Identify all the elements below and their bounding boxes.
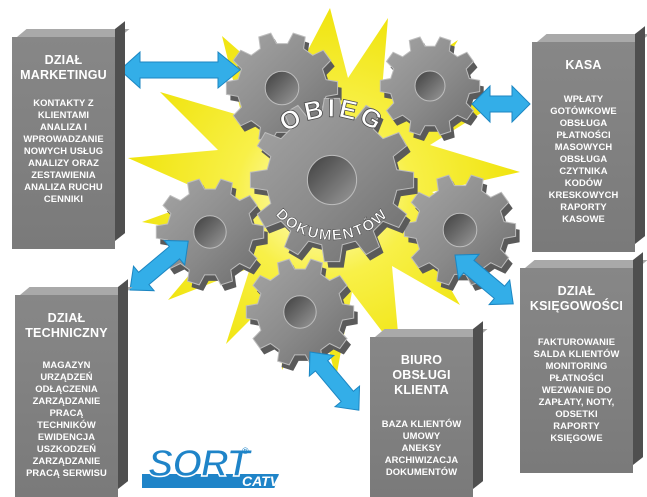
box-items: WPŁATY GOTÓWKOWE OBSŁUGA PŁATNOŚCI MASOW…	[532, 93, 635, 225]
box-item: WEZWANIE DO	[541, 384, 612, 395]
box-item: CENNIKI	[43, 193, 84, 204]
box-side-face	[118, 279, 128, 489]
box-item: BAZA KLIENTÓW	[381, 418, 462, 429]
box-item: URZĄDZEŃ	[40, 371, 93, 382]
box-top-face	[20, 287, 133, 295]
box-item: PŁATNOŚCI	[549, 372, 604, 383]
box-item: KASOWE	[562, 213, 605, 224]
arrow-biuro-gears	[308, 351, 361, 411]
box-dzial-marketingu: DZIAŁ MARKETINGU KONTAKTY Z KLIENTAMI AN…	[12, 21, 130, 249]
box-item: DOKUMENTÓW	[385, 466, 458, 477]
box-side-face	[473, 321, 483, 489]
box-title: DZIAŁ TECHNICZNY	[25, 311, 108, 340]
box-item: KRESKOWYCH	[548, 189, 619, 200]
box-item: FAKTUROWANIE	[537, 336, 616, 347]
box-item: MASOWYCH	[554, 141, 613, 152]
box-item: KLIENTAMI	[37, 109, 90, 120]
arrow-kasa-gears	[471, 84, 531, 124]
box-item: KONTAKTY Z	[33, 97, 94, 108]
arrow-marketing-gears	[119, 50, 241, 90]
box-dzial-ksiegowosci: DZIAŁ KSIĘGOWOŚCI FAKTUROWANIE SALDA KLI…	[520, 252, 647, 473]
sort-catv-logo: SORT ® CATV	[142, 442, 281, 488]
box-item: ZARZĄDZANIE	[32, 455, 101, 466]
box-item: ANALIZA RUCHU	[24, 181, 103, 192]
box-title: BIURO OBSŁUGI KLIENTA	[392, 353, 451, 397]
box-item: GOTÓWKOWE	[550, 105, 617, 116]
box-item: EWIDENCJA	[37, 431, 96, 442]
logo-main-text: SORT	[148, 443, 253, 485]
box-item: PŁATNOŚCI	[556, 129, 611, 140]
box-item: ZESTAWIENIA	[31, 169, 96, 180]
box-item: RAPORTY	[553, 420, 600, 431]
box-item: ODŁĄCZENIA	[35, 383, 98, 394]
box-item: ZARZĄDZANIE	[32, 395, 101, 406]
box-title: DZIAŁ MARKETINGU	[20, 53, 107, 82]
box-items: BAZA KLIENTÓW UMOWY ANEKSY ARCHIWIZACJA …	[370, 418, 473, 478]
box-side-face	[635, 26, 645, 244]
box-item: CZYTNIKA	[559, 165, 608, 176]
box-item: ANEKSY	[401, 442, 442, 453]
box-item: SALDA KLIENTÓW	[533, 348, 620, 359]
box-item: MAGAZYN	[42, 359, 91, 370]
box-items: FAKTUROWANIE SALDA KLIENTÓW MONITORING P…	[520, 336, 633, 444]
box-biuro-obslugi-klienta: BIURO OBSŁUGI KLIENTA BAZA KLIENTÓW UMOW…	[370, 321, 488, 497]
box-item: OBSŁUGA	[559, 153, 608, 164]
box-item: ANALIZA I	[40, 121, 87, 132]
logo-underbar	[142, 474, 279, 488]
box-title: DZIAŁ KSIĘGOWOŚCI	[529, 284, 624, 313]
gear-icon-bottom	[245, 258, 358, 371]
box-item: MONITORING	[545, 360, 608, 371]
box-item: OBSŁUGA	[559, 117, 608, 128]
gear-icon-right	[403, 174, 520, 291]
box-item: ZAPŁATY, NOTY,	[538, 396, 615, 407]
box-item: TECHNIKÓW	[37, 419, 96, 430]
box-side-face	[633, 252, 643, 465]
box-item: USZKODZEŃ	[36, 443, 97, 454]
box-item: PRACĄ	[49, 407, 84, 418]
box-top-face	[525, 260, 647, 268]
arrow-ksiegowosc-gears	[454, 253, 514, 306]
box-item: ANALIZY ORAZ	[28, 157, 99, 168]
box-side-face	[115, 21, 125, 241]
box-item: NOWYCH USŁUG	[23, 145, 104, 156]
box-top-face	[17, 29, 130, 37]
gear-icon-center	[249, 97, 418, 268]
box-title: KASA	[565, 58, 602, 72]
box-kasa: KASA WPŁATY GOTÓWKOWE OBSŁUGA PŁATNOŚCI …	[532, 26, 647, 252]
box-dzial-techniczny: DZIAŁ TECHNICZNY MAGAZYN URZĄDZEŃ ODŁĄCZ…	[15, 279, 133, 497]
box-top-face	[537, 34, 647, 42]
box-top-face	[375, 329, 488, 337]
box-item: KSIĘGOWE	[550, 432, 603, 443]
box-item: PRACĄ SERWISU	[26, 467, 107, 478]
arrow-techniczny-gears	[129, 239, 189, 292]
box-item: KODÓW	[564, 177, 603, 188]
box-item: ODSETKI	[555, 408, 598, 419]
gear-icon-top-right	[379, 36, 484, 141]
box-item: WPROWADZANIE	[23, 133, 104, 144]
logo-registered-mark: ®	[242, 446, 249, 456]
box-items: MAGAZYN URZĄDZEŃ ODŁĄCZENIA ZARZĄDZANIE …	[15, 359, 118, 479]
box-items: KONTAKTY Z KLIENTAMI ANALIZA I WPROWADZA…	[12, 97, 115, 205]
box-item: WPŁATY	[563, 93, 604, 104]
box-item: RAPORTY	[560, 201, 607, 212]
box-item: UMOWY	[402, 430, 441, 441]
logo-sub-text: CATV	[242, 473, 281, 488]
box-item: ARCHIWIZACJA	[384, 454, 459, 465]
